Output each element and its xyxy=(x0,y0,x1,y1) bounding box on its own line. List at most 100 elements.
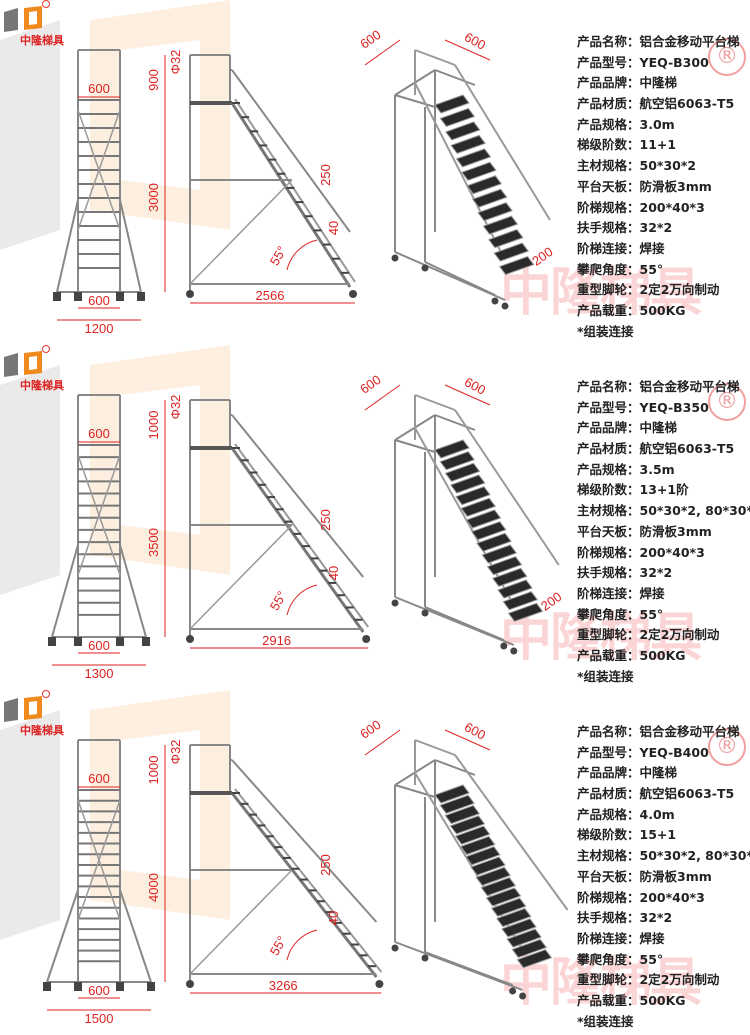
spec-label: 重型脚轮： xyxy=(577,972,640,988)
spec-value: 55° xyxy=(639,606,664,622)
step-tread xyxy=(439,451,476,471)
caster-wheel xyxy=(147,982,155,991)
caster-wheel xyxy=(186,635,194,643)
outrigger xyxy=(119,889,152,983)
stair-stringer xyxy=(230,102,352,288)
spec-value: 铝合金移动平台梯 xyxy=(639,34,740,49)
caster-wheel xyxy=(491,297,499,305)
step-tread xyxy=(470,856,506,876)
spec-row: 重型脚轮：2定2万向制动 xyxy=(577,280,740,301)
spec-label: 阶梯规格： xyxy=(577,889,640,905)
caster-wheel xyxy=(500,642,508,650)
spec-row: *组装连接 xyxy=(577,1012,750,1033)
step-tread xyxy=(465,509,502,529)
step-tread xyxy=(485,887,522,907)
step-tread xyxy=(516,949,553,969)
dim-front-top-width: 600 xyxy=(88,771,110,786)
step-tread xyxy=(444,121,481,141)
base-bar xyxy=(394,596,515,646)
dim-guard-height: 1000 xyxy=(146,756,161,785)
step-tread xyxy=(434,784,470,804)
step-tread xyxy=(488,229,524,249)
watermark-logo xyxy=(0,0,230,250)
frame-tube xyxy=(394,439,436,453)
step-tread xyxy=(455,148,492,168)
brace xyxy=(189,524,293,630)
spec-row: 扶手规格：32*2 xyxy=(577,218,740,239)
spec-label: 产品载重： xyxy=(577,302,640,318)
dim-front-base-width: 1300 xyxy=(85,666,114,681)
step-tread xyxy=(454,825,491,845)
dim-line xyxy=(444,39,491,61)
handrail xyxy=(454,754,569,911)
spec-row: 产品材质：航空铝6063-T5 xyxy=(577,94,740,115)
outrigger xyxy=(56,199,79,293)
watermark-registered-mark: ® xyxy=(708,383,746,421)
stair-stringer xyxy=(230,792,378,978)
dim-iso-width: 600 xyxy=(357,372,383,397)
dim-front-bottom-width: 600 xyxy=(88,638,110,653)
spec-value: YEQ-B400 xyxy=(639,744,709,760)
spec-label: 主材规格： xyxy=(577,503,640,519)
spec-value: 焊接 xyxy=(639,585,665,601)
caster-wheel xyxy=(362,635,371,643)
watermark-registered-mark: ® xyxy=(708,38,746,76)
spec-value: 50*30*2, 80*30*3 xyxy=(639,503,750,519)
spec-row: 重型脚轮：2定2万向制动 xyxy=(577,625,750,646)
spec-value: 55° xyxy=(639,261,664,277)
step-tread xyxy=(461,161,497,181)
spec-label: 重型脚轮： xyxy=(577,282,640,298)
brand-logo-text: 中隆梯具 xyxy=(20,724,64,737)
spec-label: 阶梯连接： xyxy=(577,240,640,256)
step-tread xyxy=(497,579,533,599)
caster-wheel xyxy=(421,954,429,962)
step-tread xyxy=(471,188,508,208)
dim-climb-angle: 55° xyxy=(267,933,290,958)
handrail xyxy=(454,64,551,221)
spec-label: 主材规格： xyxy=(577,848,640,864)
step-tread xyxy=(490,897,527,917)
outrigger xyxy=(46,889,79,983)
dim-tread-depth: 40 xyxy=(326,221,341,235)
guardrail xyxy=(414,49,456,66)
spec-row: 产品型号：YEQ-B300 xyxy=(577,53,740,74)
dim-total-length: 2916 xyxy=(262,633,291,648)
spec-row: 平台天板：防滑板3mm xyxy=(577,867,750,888)
spec-label: 阶梯规格： xyxy=(577,199,640,215)
spec-value: 500KG xyxy=(639,647,686,663)
spec-row: *组装连接 xyxy=(577,667,750,688)
spec-label: 梯级阶数： xyxy=(577,137,640,153)
handrail xyxy=(454,409,560,566)
step-tread xyxy=(477,202,513,222)
spec-row: 产品规格：3.5m xyxy=(577,460,750,481)
spec-row: 攀爬角度：55° xyxy=(577,950,750,971)
spec-label: 重型脚轮： xyxy=(577,627,640,643)
dim-front-bottom-width: 600 xyxy=(88,983,110,998)
brace xyxy=(77,454,121,576)
spec-value: 2定2万向制动 xyxy=(639,627,720,643)
spec-value: 航空铝6063-T5 xyxy=(639,786,735,802)
dim-tread-depth: 40 xyxy=(326,911,341,925)
spec-row: 产品品牌：中隆梯 xyxy=(577,763,750,784)
handrail xyxy=(231,759,378,923)
spec-value: 500KG xyxy=(639,302,686,318)
spec-label: 产品型号： xyxy=(577,744,640,760)
brand-logo xyxy=(4,345,50,377)
spec-label: 产品材质： xyxy=(577,786,640,802)
caster-wheel xyxy=(391,254,399,262)
spec-value: 4.0m xyxy=(639,806,675,822)
spec-row: 平台天板：防滑板3mm xyxy=(577,522,750,543)
spec-row: 扶手规格：32*2 xyxy=(577,908,750,929)
spec-value: 15+1 xyxy=(639,827,677,843)
caster-wheel xyxy=(142,637,150,646)
spec-value: 2定2万向制动 xyxy=(639,972,720,988)
spec-value: 3.0m xyxy=(639,116,675,132)
caster-wheel xyxy=(186,980,194,988)
caster-wheel xyxy=(137,292,145,301)
